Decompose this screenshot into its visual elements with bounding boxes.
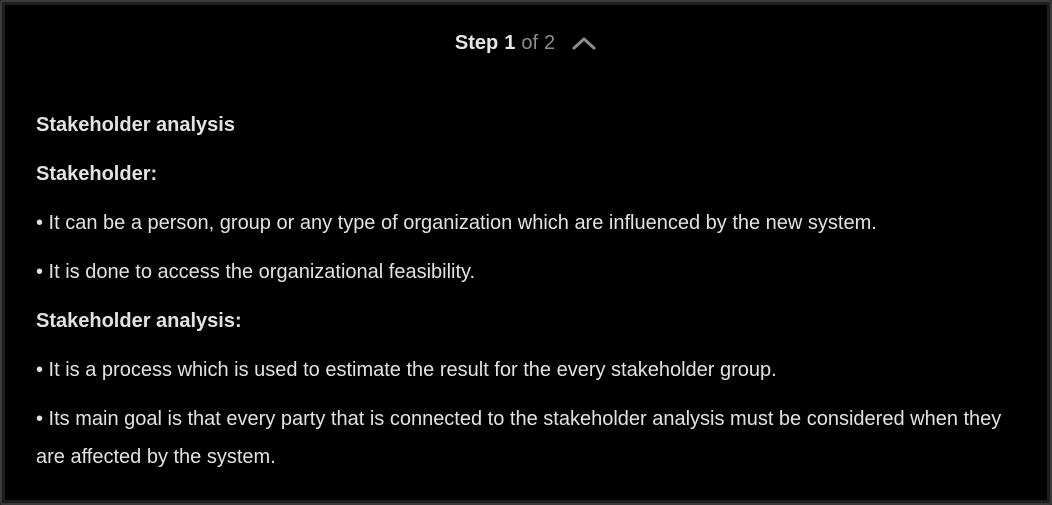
section-title-stakeholder-analysis: Stakeholder analysis: [36,310,242,332]
step-label: Step [454,31,499,54]
bullet-item: • Its main goal is that every party that… [36,408,1002,468]
section-title-stakeholder: Stakeholder: [36,163,158,185]
step-current-number: 1 [504,31,516,54]
bullet-item: • It is a process which is used to estim… [36,359,777,381]
step-total-number: 2 [544,31,556,54]
step-content: Stakeholder analysis Stakeholder: • It c… [36,106,1026,487]
bullet-item: • It can be a person, group or any type … [36,212,877,234]
collapse-step-button[interactable] [571,32,597,54]
chevron-up-icon [572,37,596,50]
step-header: Step 1 of 2 [2,28,1050,58]
bullet-item: • It is done to access the organizationa… [36,261,476,283]
step-of-label: of [521,31,539,54]
content-heading: Stakeholder analysis [36,114,235,136]
